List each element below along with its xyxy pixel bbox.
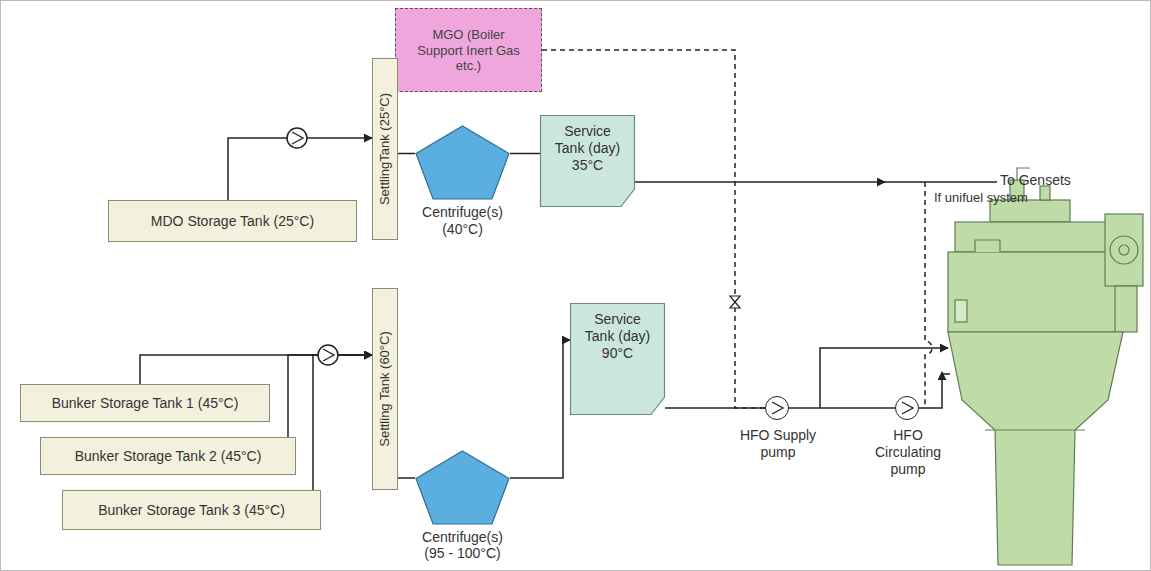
engine-circ-pipe (942, 373, 950, 375)
node-label: Bunker Storage Tank 2 (45°C) (41, 448, 295, 465)
valve-symbol (730, 296, 740, 308)
pump-symbol: HFO Supply pump (765, 396, 789, 420)
pipe-connector (789, 407, 895, 409)
engine-illustration (948, 168, 1143, 565)
storage-tank-box: Bunker Storage Tank 2 (45°C) (40, 437, 296, 475)
pipe-connector (510, 340, 570, 478)
node-label: Centrifuge(s) (40°C) (413, 204, 513, 238)
node-label: Service Tank (day) 90°C (584, 311, 651, 361)
engine-feed-pipe (820, 348, 948, 408)
node-label: MGO (Boiler Support Inert Gas etc.) (414, 27, 523, 74)
engine-circ-pipe (919, 372, 942, 408)
pipe-note: If unifuel system (934, 190, 1028, 205)
transfer-pump (318, 345, 338, 365)
storage-tank-box: Bunker Storage Tank 3 (45°C) (62, 490, 321, 530)
node-label: Bunker Storage Tank 1 (45°C) (21, 395, 269, 412)
node-label: MDO Storage Tank (25°C) (109, 213, 356, 230)
pipe-note: To Gensets (1000, 172, 1071, 188)
pipe-connector (665, 407, 765, 409)
unifuel-dashed-line (925, 182, 932, 408)
transfer-pump (287, 128, 307, 148)
pipe-connector (313, 355, 372, 490)
pipe-connector (510, 153, 540, 155)
node-label: HFO Supply pump (733, 427, 823, 461)
pump-arrow (765, 396, 789, 420)
pipe-connector (398, 477, 415, 479)
node-label: Settling Tank (60°C) (377, 331, 393, 447)
pipe-connector (288, 355, 372, 437)
settling-tank: SettlingTank (25°C) (372, 58, 398, 240)
service-tank: Service Tank (day) 35°C (540, 115, 635, 207)
service-tank: Service Tank (day) 90°C (570, 303, 665, 415)
centrifuge: Centrifuge(s) (40°C) (415, 125, 510, 200)
fuel-source-box: MGO (Boiler Support Inert Gas etc.) (395, 8, 542, 92)
node-label: SettlingTank (25°C) (377, 93, 393, 205)
node-label: Centrifuge(s) (95 - 100°C) (413, 529, 513, 563)
node-label: Service Tank (day) 35°C (554, 123, 621, 173)
gensets-pipe (883, 181, 997, 183)
centrifuge: Centrifuge(s) (95 - 100°C) (415, 450, 510, 525)
node-label: Bunker Storage Tank 3 (45°C) (63, 502, 320, 519)
settling-tank: Settling Tank (60°C) (372, 288, 398, 490)
pump-symbol: HFO Circulating pump (895, 396, 919, 420)
pump-arrow (895, 396, 919, 420)
storage-tank-box: MDO Storage Tank (25°C) (108, 200, 357, 242)
centrifuge-shape (415, 450, 510, 525)
pipe-connector (398, 153, 415, 155)
gensets-pipe (635, 181, 885, 183)
storage-tank-box: Bunker Storage Tank 1 (45°C) (20, 384, 270, 422)
centrifuge-shape (415, 125, 510, 200)
node-label: HFO Circulating pump (863, 427, 953, 477)
